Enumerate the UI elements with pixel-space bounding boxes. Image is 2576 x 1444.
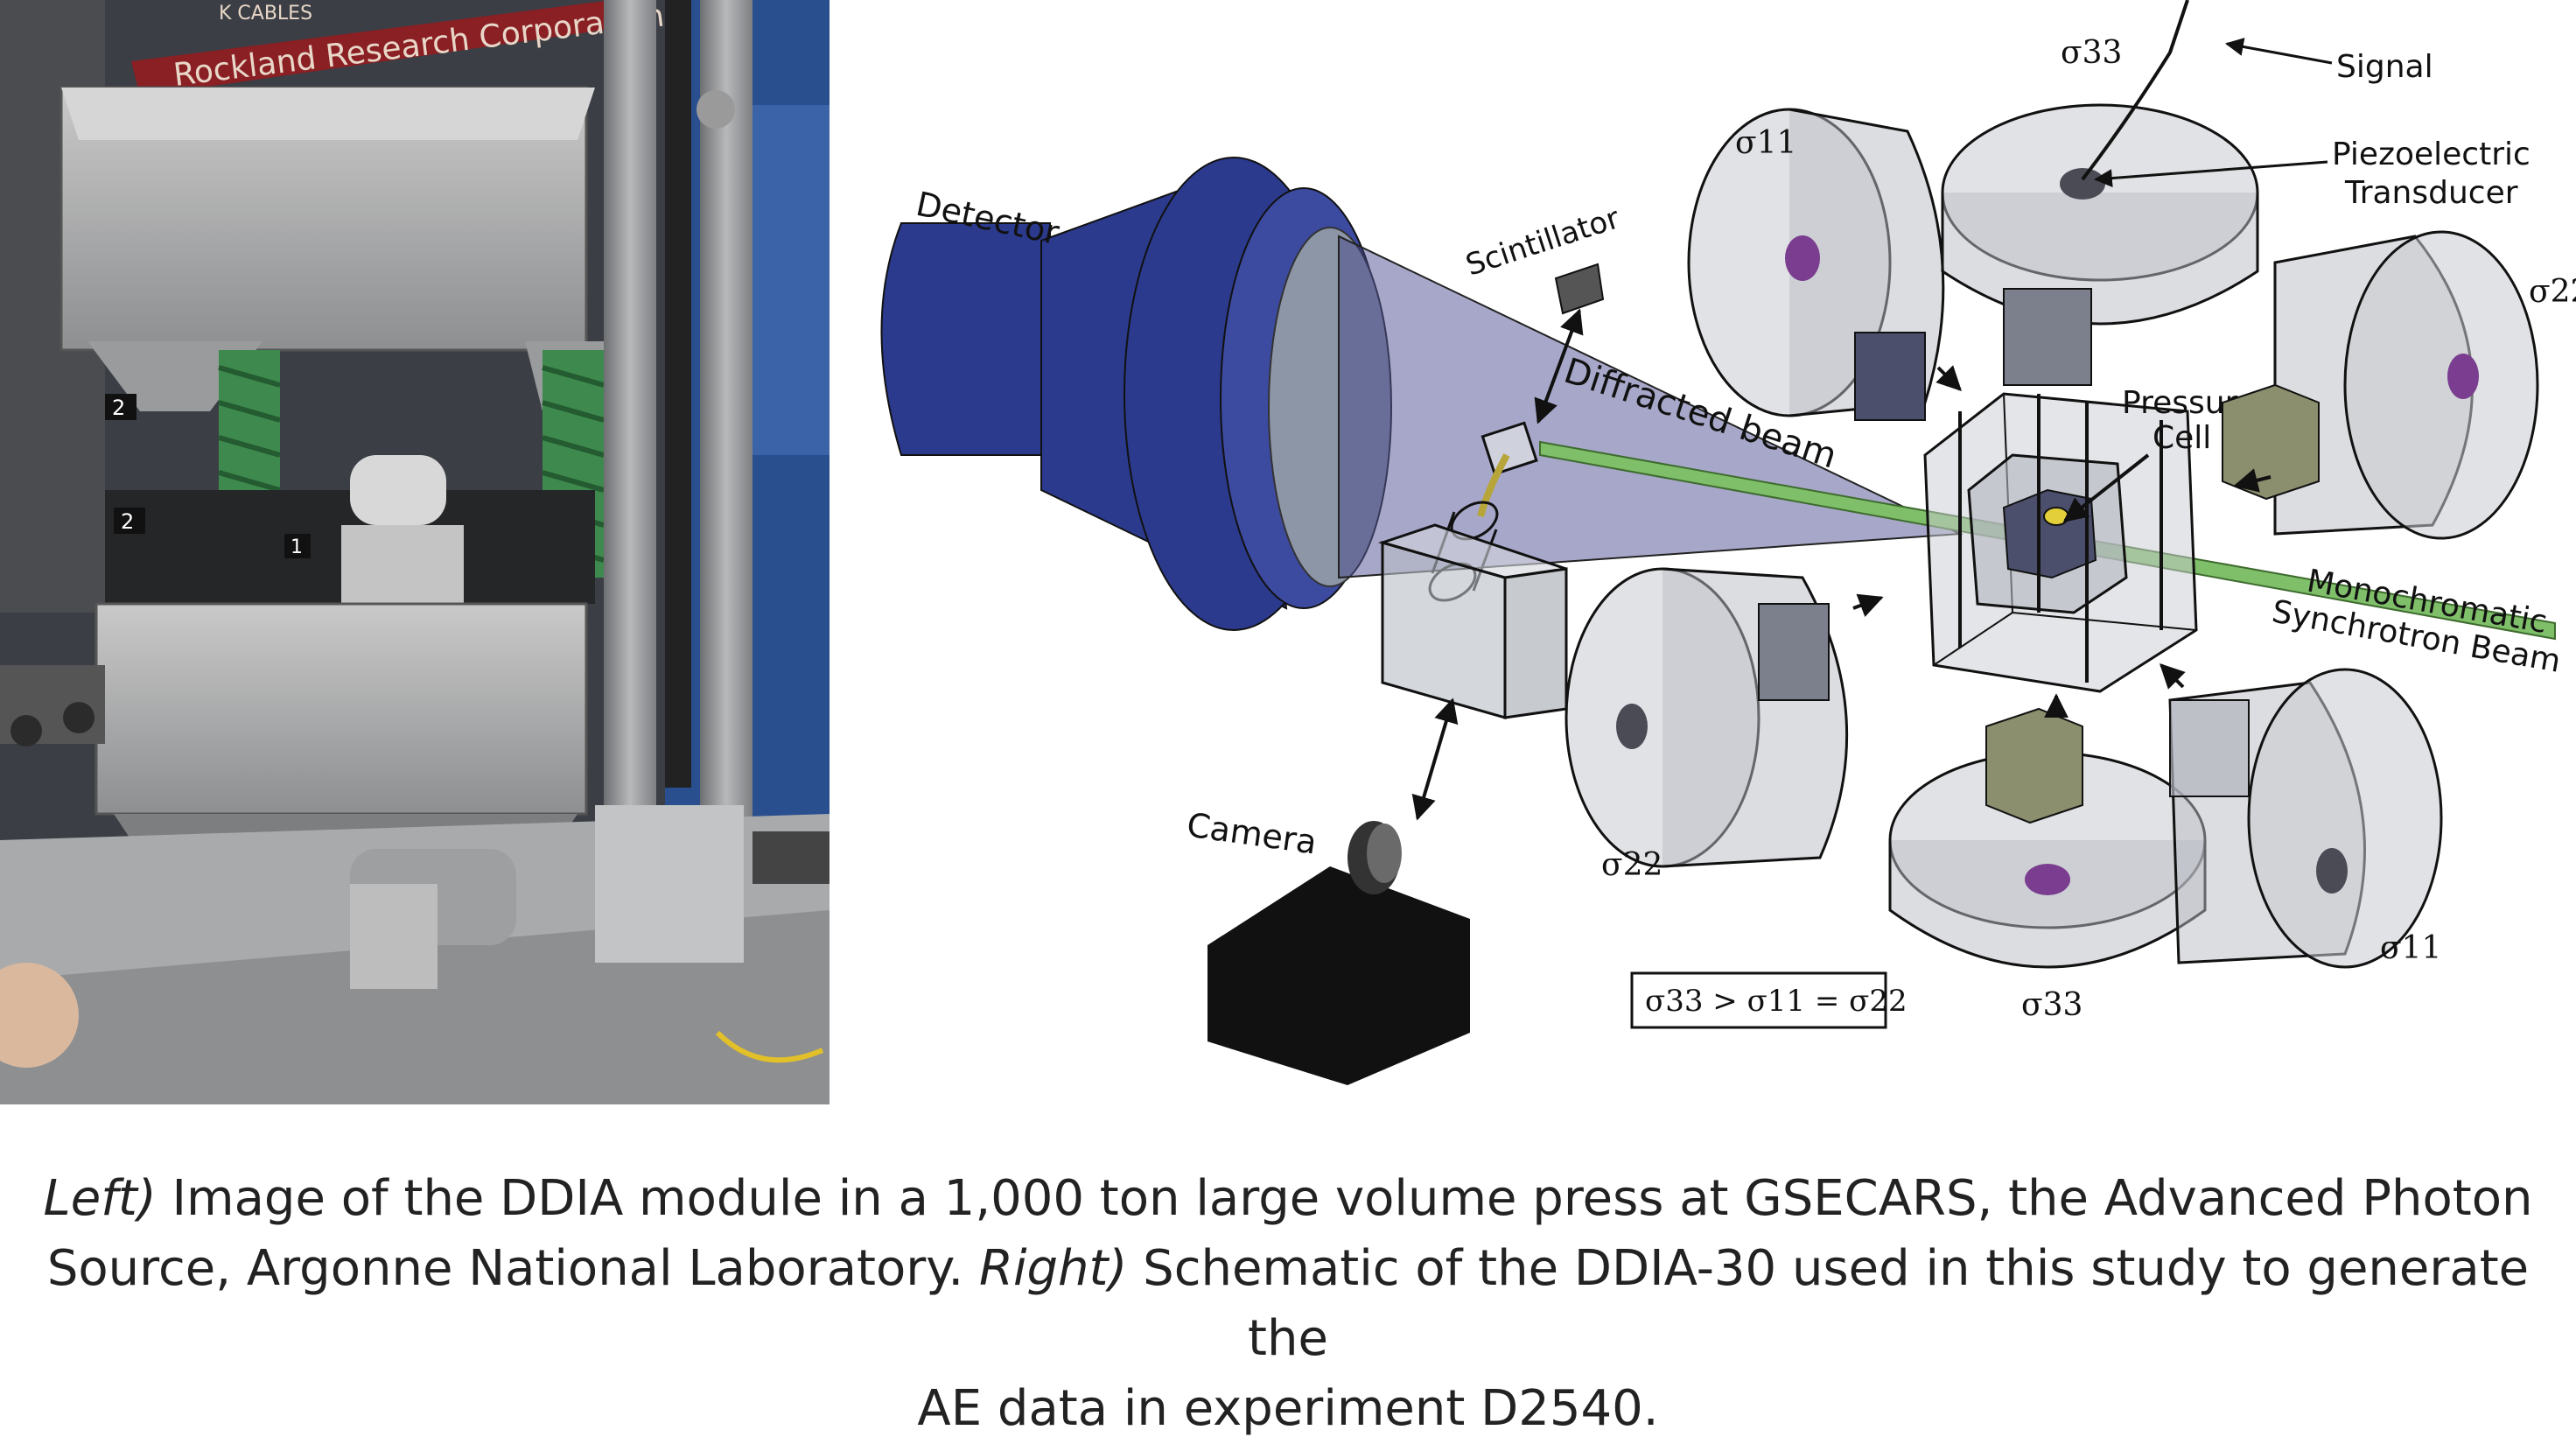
caption-line-1-text: Image of the DDIA module in a 1,000 ton …: [156, 1170, 2533, 1227]
piezo-label-1: Piezoelectric: [2332, 137, 2530, 172]
pressure-cell: [1923, 392, 2198, 693]
caption-line-1: Left) Image of the DDIA module in a 1,00…: [0, 1164, 2576, 1234]
caption-line-2-text-b: Schematic of the DDIA-30 used in this st…: [1127, 1240, 2530, 1367]
caption-line-3-text: AE data in experiment D2540.: [917, 1380, 1659, 1437]
tag-3: 1: [290, 536, 303, 558]
caption-line-2: Source, Argonne National Laboratory. Rig…: [0, 1234, 2576, 1374]
camera-label: Camera: [1185, 805, 1320, 861]
pressure-cell-label-2: Cell: [2152, 420, 2211, 456]
ddia-module-photo: Rockland Research Corporation K CABLES 2…: [0, 0, 830, 1104]
sigma22-bottom: σ22: [1601, 847, 1662, 883]
detector: [880, 157, 1392, 631]
figure-caption: Left) Image of the DDIA module in a 1,00…: [0, 1164, 2576, 1444]
tag-1: 2: [112, 396, 125, 420]
anvil-right: [2222, 230, 2539, 540]
anvil-left: [1564, 567, 1849, 868]
sigma11-bottom: σ11: [2380, 930, 2441, 966]
ddia-schematic: Detector Scintillator Diffracted beam Ca…: [880, 0, 2576, 1085]
stress-relation: σ33 > σ11 = σ22: [1645, 984, 1908, 1019]
anvil-top-left: [1687, 108, 1945, 421]
anvil-bottom-right: [2168, 668, 2443, 969]
sigma33-top: σ33: [2061, 35, 2122, 71]
sigma33-bottom: σ33: [2021, 987, 2082, 1023]
piezo-label-2: Transducer: [2344, 175, 2518, 211]
caption-line-2-text: Source, Argonne National Laboratory.: [46, 1240, 980, 1297]
signal-label: Signal: [2336, 49, 2433, 85]
caption-right-tag: Right): [979, 1240, 1128, 1297]
sigma22-right: σ22: [2529, 274, 2576, 310]
anvil-bottom-center: [1888, 707, 2207, 969]
banner-text-small: K CABLES: [219, 3, 312, 25]
sigma11-top: σ11: [1735, 125, 1796, 161]
caption-line-3: AE data in experiment D2540.: [0, 1374, 2576, 1444]
anvil-top-center: [1941, 103, 2259, 386]
scintillator: [1477, 263, 1605, 518]
tag-2: 2: [121, 509, 134, 534]
stress-relation-box: [1630, 971, 1887, 1029]
caption-left-tag: Left): [43, 1170, 157, 1227]
camera: [1208, 821, 1470, 1085]
